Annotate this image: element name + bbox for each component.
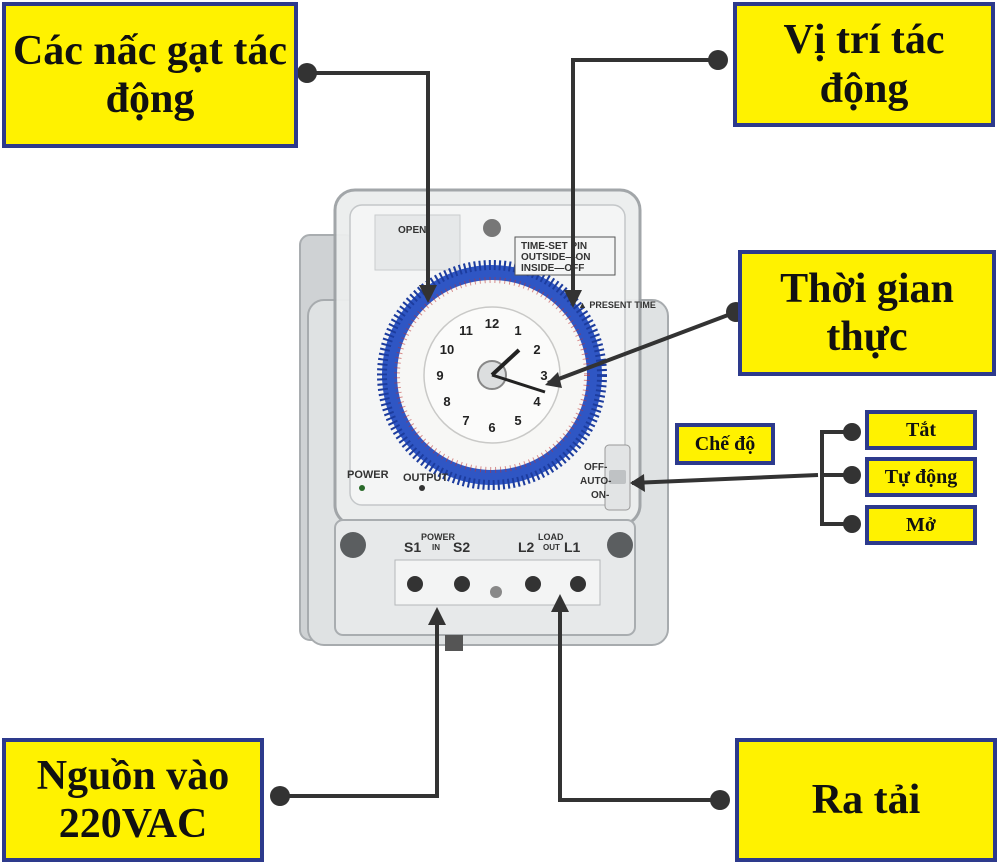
mode-branch xyxy=(820,430,852,526)
position-label-text: Vị trí tác động xyxy=(783,17,945,112)
din-clip xyxy=(445,635,463,651)
clock-number-1: 1 xyxy=(514,323,521,338)
realtime-arrowhead xyxy=(545,372,562,388)
position-label: Vị trí tác động xyxy=(733,2,995,127)
clock-number-3: 3 xyxy=(540,368,547,383)
load-connector xyxy=(558,610,720,802)
clock-number-8: 8 xyxy=(443,394,450,409)
off-label-text: Tắt xyxy=(906,418,936,441)
s2-label: S2 xyxy=(453,539,470,555)
clock-number-6: 6 xyxy=(488,420,495,435)
open-mark: OPEN xyxy=(398,225,426,236)
outside-on: OUTSIDE—ON xyxy=(521,252,590,263)
terminal-s1 xyxy=(407,576,423,592)
lever-segments xyxy=(377,260,607,490)
load-out-label: Ra tải xyxy=(735,738,997,862)
screw-top xyxy=(483,219,501,237)
load-out-label: OUT xyxy=(543,543,560,552)
switch-auto-label: AUTO- xyxy=(580,476,611,487)
arrowheads xyxy=(419,285,645,625)
clock-number-9: 9 xyxy=(436,368,443,383)
device-labels: OPEN TIME-SET PIN OUTSIDE—ON INSIDE—OFF … xyxy=(347,225,656,555)
output-led-label: OUTPUT xyxy=(403,472,449,484)
switch-off-label: OFF- xyxy=(584,462,607,473)
power-in-label: Nguồn vào 220VAC xyxy=(2,738,264,862)
terminal-s2 xyxy=(454,576,470,592)
mode-connector xyxy=(631,473,819,485)
mode-label: Chế độ xyxy=(675,423,775,465)
inside-off: INSIDE—OFF xyxy=(521,263,584,274)
power-terminal-label: POWER xyxy=(421,532,456,542)
connector-lines xyxy=(280,58,852,802)
clock-number-2: 2 xyxy=(533,342,540,357)
levers-label: Các nấc gạt tác động xyxy=(2,2,298,148)
auto-label-text: Tự động xyxy=(884,465,958,488)
clock-number-7: 7 xyxy=(462,413,469,428)
output-led xyxy=(419,485,425,491)
power-led-label: POWER xyxy=(347,469,389,481)
off-label: Tắt xyxy=(865,410,977,450)
power-in-label-text: Nguồn vào 220VAC xyxy=(36,752,230,847)
load-out-label-text: Ra tải xyxy=(811,776,921,823)
switch-on-label: ON- xyxy=(591,490,609,501)
position-connector xyxy=(571,58,718,300)
position-arrowhead xyxy=(564,290,582,308)
load-arrowhead xyxy=(551,594,569,612)
auto-label: Tự động xyxy=(865,457,977,497)
mount-hole-left xyxy=(340,532,366,558)
power-connector xyxy=(280,622,439,798)
power-arrowhead xyxy=(428,607,446,625)
mode-label-text: Chế độ xyxy=(694,432,756,455)
power-in-label: IN xyxy=(432,543,440,552)
mount-hole-right xyxy=(607,532,633,558)
realtime-connector xyxy=(547,310,737,385)
terminal-l1 xyxy=(570,576,586,592)
power-dot xyxy=(270,786,290,806)
clock-number-12: 12 xyxy=(485,316,499,331)
real-time-label: Thời gian thực xyxy=(738,250,996,376)
levers-label-text: Các nấc gạt tác động xyxy=(12,27,288,122)
mode-switch-knob xyxy=(609,470,626,484)
s1-label: S1 xyxy=(404,539,421,555)
off-dot xyxy=(843,423,861,441)
on-label: Mở xyxy=(865,505,977,545)
power-led xyxy=(359,485,365,491)
l1-label: L1 xyxy=(564,539,581,555)
auto-dot xyxy=(843,466,861,484)
terminal-screw xyxy=(490,586,502,598)
clock-number-10: 10 xyxy=(440,342,454,357)
l2-label: L2 xyxy=(518,539,535,555)
real-time-label-text: Thời gian thực xyxy=(780,265,954,360)
terminal-l2 xyxy=(525,576,541,592)
load-terminal-label: LOAD xyxy=(538,532,564,542)
levers-arrowhead xyxy=(419,285,437,303)
hour-hand xyxy=(490,348,521,377)
position-dot xyxy=(708,50,728,70)
minute-hand xyxy=(491,373,546,394)
levers-connector xyxy=(307,71,430,295)
present-time: ▲ PRESENT TIME xyxy=(578,300,656,310)
clock-number-4: 4 xyxy=(533,394,541,409)
load-dot xyxy=(710,790,730,810)
clock-number-5: 5 xyxy=(514,413,521,428)
clock-number-11: 11 xyxy=(459,323,473,338)
mode-arrowhead xyxy=(630,474,645,492)
levers-dot xyxy=(297,63,317,83)
on-dot xyxy=(843,515,861,533)
on-label-text: Mở xyxy=(906,513,936,536)
time-set-pin: TIME-SET PIN xyxy=(521,241,587,252)
